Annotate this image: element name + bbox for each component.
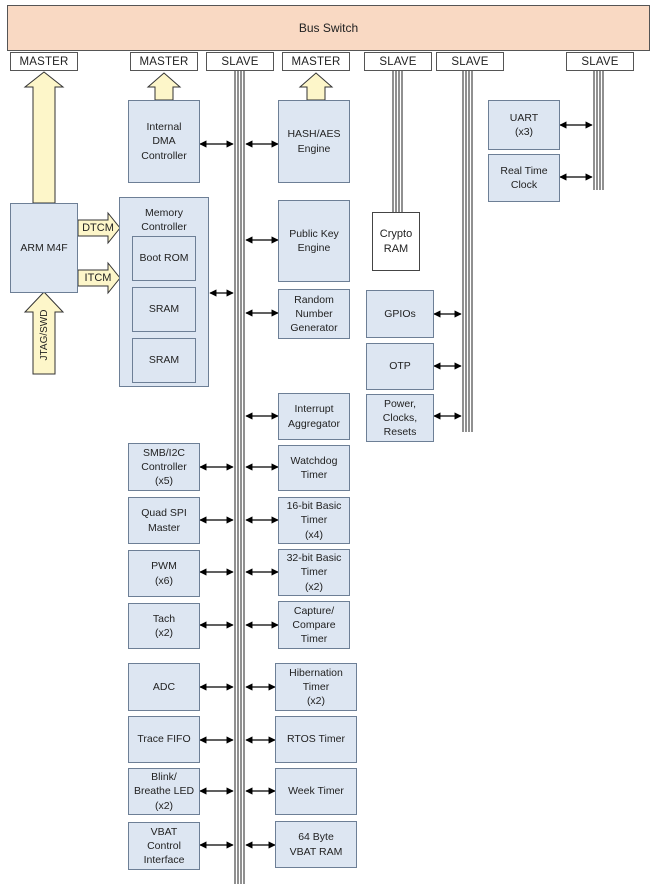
sram-2: SRAM: [132, 338, 196, 383]
uart-slave-bus: [593, 71, 604, 190]
arm-m4f-cpu: ARM M4F: [10, 203, 78, 293]
boot-rom: Boot ROM: [132, 236, 196, 281]
jtag-label: JTAG/SWD: [38, 309, 50, 361]
trace-fifo: Trace FIFO: [128, 716, 200, 763]
hash-master-arrow: [298, 72, 334, 101]
slave-port-crypto: SLAVE: [364, 52, 432, 71]
watchdog-timer: Watchdog Timer: [278, 445, 350, 491]
sram-1: SRAM: [132, 287, 196, 332]
vbat-ram: 64 Byte VBAT RAM: [275, 821, 357, 868]
uart-block: UART (x3): [488, 100, 560, 150]
slave-port-gpio: SLAVE: [436, 52, 504, 71]
vbat-control-interface: VBAT Control Interface: [128, 822, 200, 870]
otp-block: OTP: [366, 343, 434, 390]
basic-timer-16bit: 16-bit Basic Timer (x4): [278, 497, 350, 544]
pwm-block: PWM (x6): [128, 550, 200, 597]
bus-switch: Bus Switch: [7, 5, 650, 51]
dma-master-arrow: [146, 72, 182, 101]
gpios-block: GPIOs: [366, 290, 434, 338]
memory-controller-title: Memory Controller: [141, 207, 187, 234]
week-timer: Week Timer: [275, 768, 357, 815]
itcm-arrow: [77, 261, 121, 295]
quad-spi-master: Quad SPI Master: [128, 497, 200, 544]
main-slave-bus: [234, 71, 245, 884]
power-clocks-resets: Power, Clocks, Resets: [366, 394, 434, 442]
crypto-slave-bus: [392, 71, 403, 212]
master-port-cpu: MASTER: [10, 52, 78, 71]
crypto-ram: Crypto RAM: [372, 212, 420, 271]
rtos-timer: RTOS Timer: [275, 716, 357, 763]
gpio-slave-bus: [462, 71, 473, 432]
jtag-arrow: [23, 291, 65, 375]
hibernation-timer: Hibernation Timer (x2): [275, 663, 357, 711]
blink-breathe-led: Blink/ Breathe LED (x2): [128, 768, 200, 815]
tach-block: Tach (x2): [128, 603, 200, 649]
basic-timer-32bit: 32-bit Basic Timer (x2): [278, 549, 350, 596]
real-time-clock: Real Time Clock: [488, 154, 560, 202]
capture-compare-timer: Capture/ Compare Timer: [278, 601, 350, 649]
smb-i2c-controller: SMB/I2C Controller (x5): [128, 443, 200, 491]
random-number-generator: Random Number Generator: [278, 289, 350, 339]
interrupt-aggregator: Interrupt Aggregator: [278, 393, 350, 440]
public-key-engine: Public Key Engine: [278, 200, 350, 282]
cpu-master-arrow: [23, 71, 65, 204]
master-port-hash: MASTER: [282, 52, 350, 71]
itcm-label: ITCM: [84, 272, 112, 284]
dtcm-label: DTCM: [82, 222, 114, 234]
slave-port-uart: SLAVE: [566, 52, 634, 71]
hash-aes-engine: HASH/AES Engine: [278, 100, 350, 183]
master-port-dma: MASTER: [130, 52, 198, 71]
internal-dma-controller: Internal DMA Controller: [128, 100, 200, 183]
dtcm-arrow: [77, 211, 121, 245]
adc-block: ADC: [128, 663, 200, 711]
slave-port-main: SLAVE: [206, 52, 274, 71]
